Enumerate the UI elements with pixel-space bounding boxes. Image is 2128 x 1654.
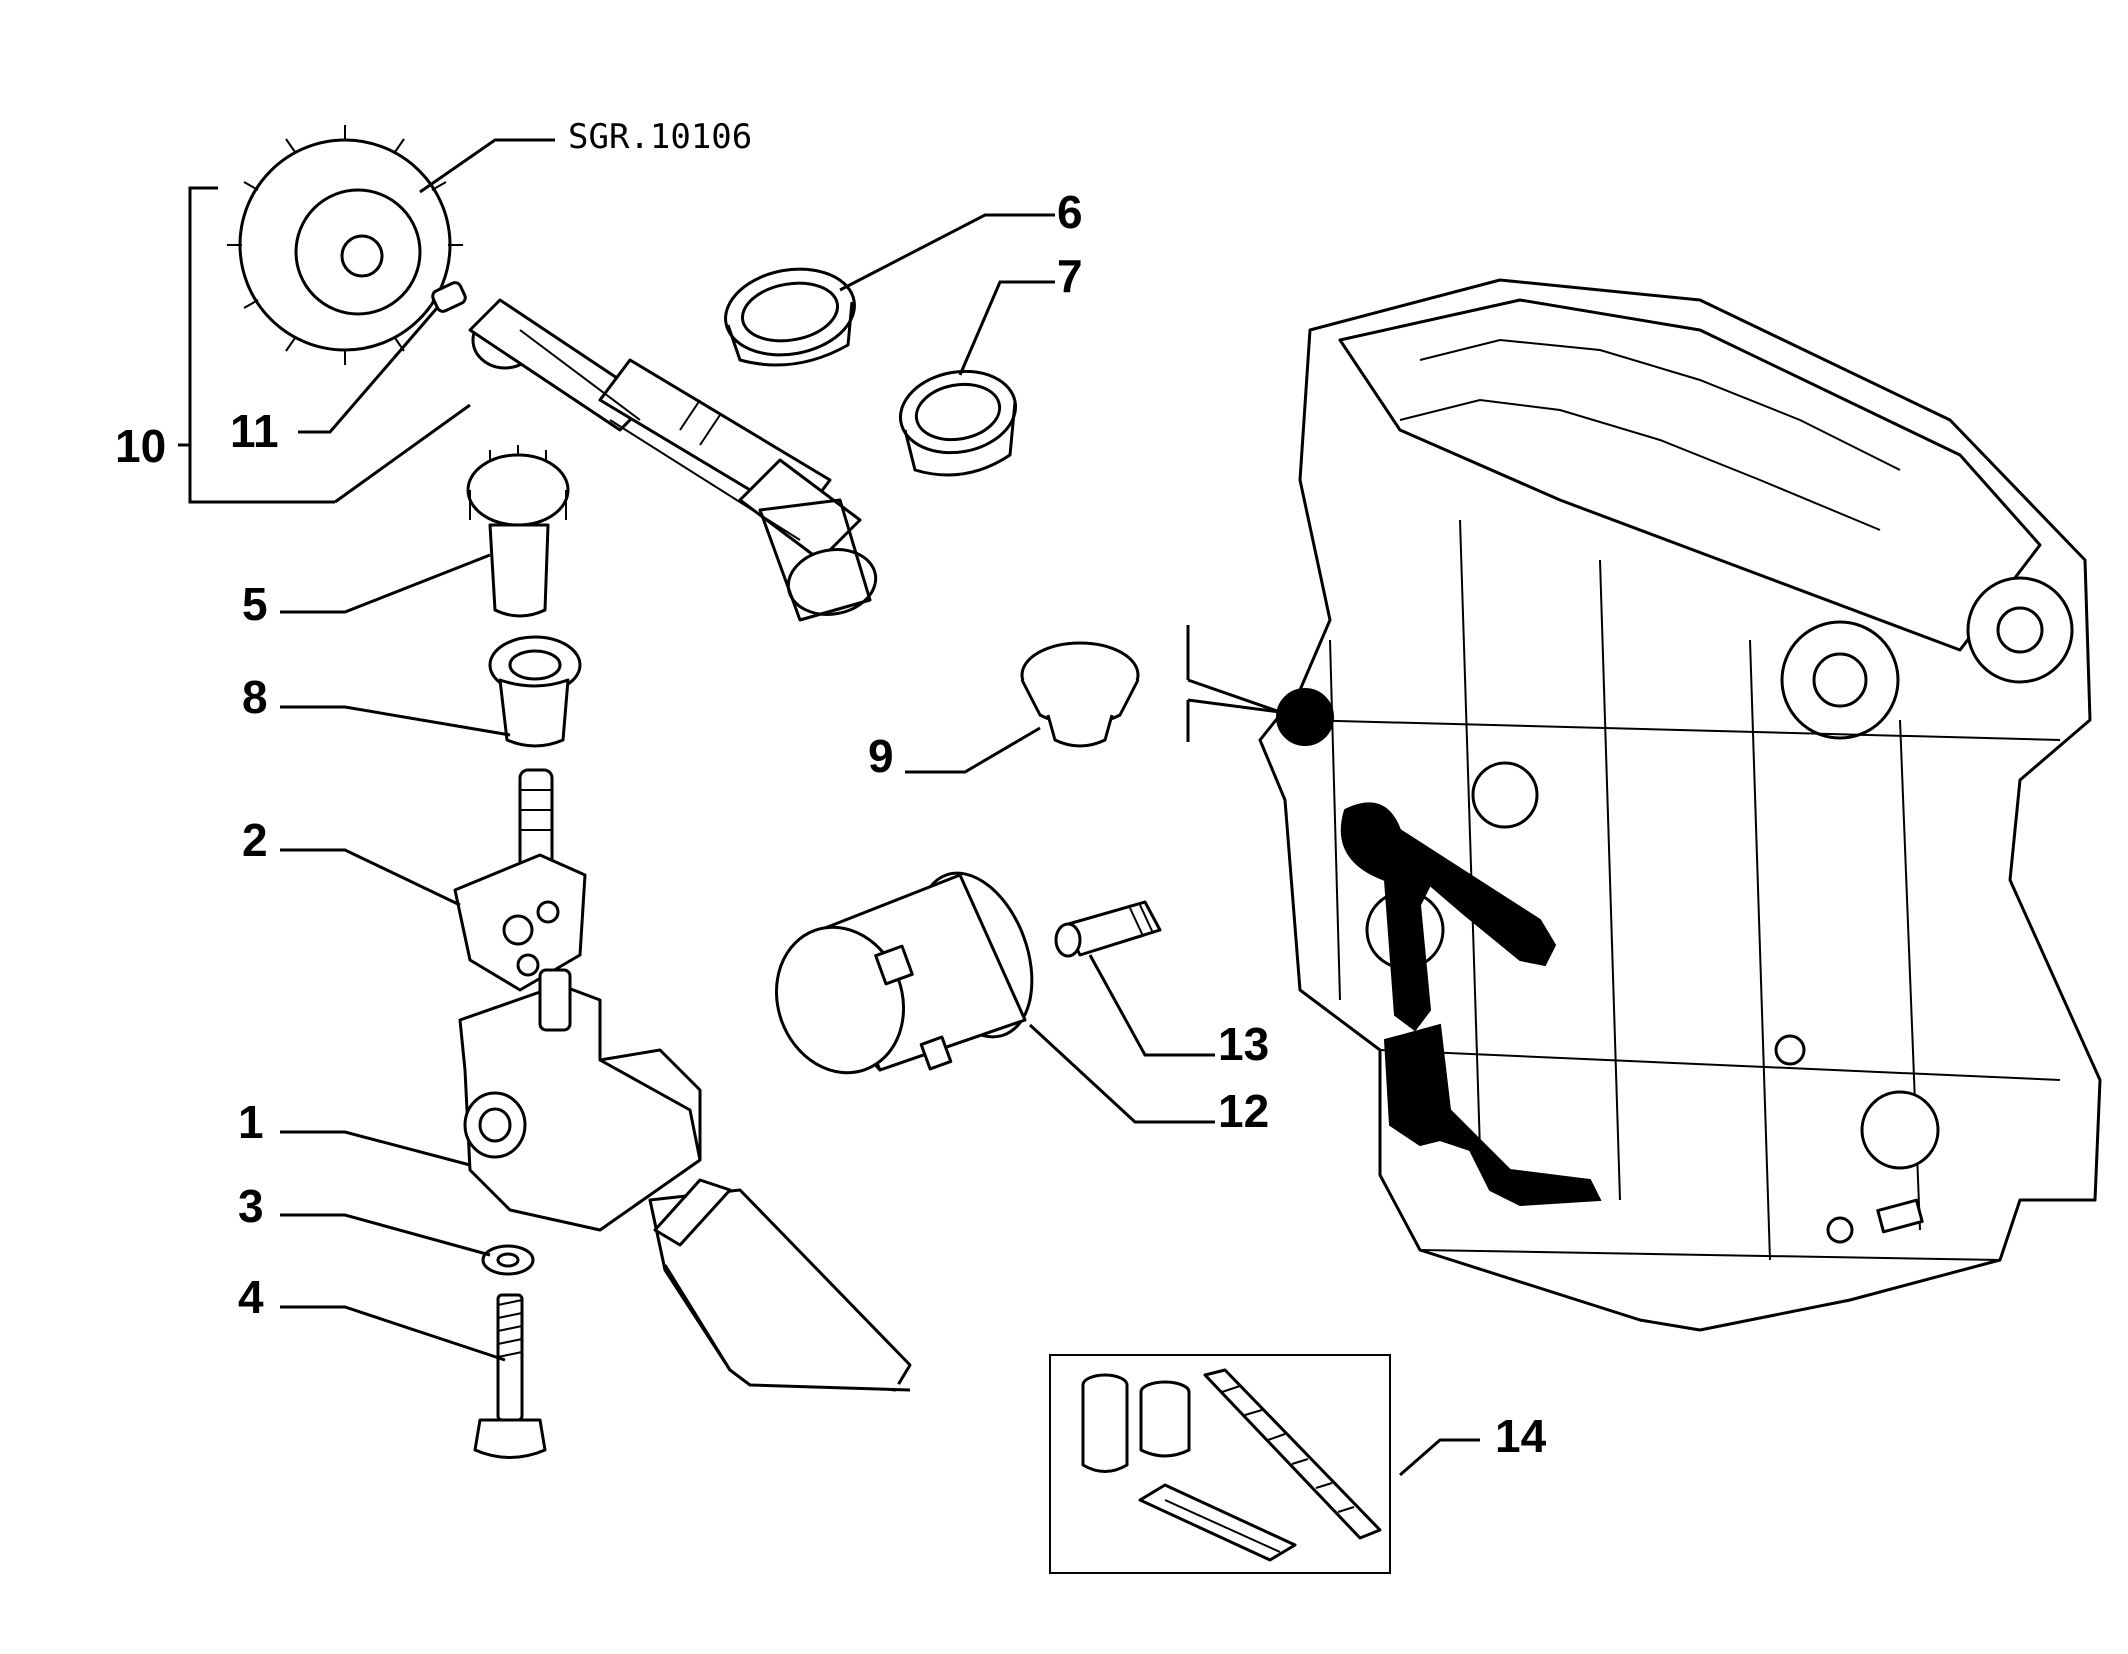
pump-shaft[interactable] <box>518 768 554 872</box>
kit-oil-filter-2-icon <box>1139 1380 1191 1458</box>
pump-drive-shaft[interactable] <box>468 298 881 622</box>
ref-code-leader <box>419 138 555 194</box>
callout-5: 5 <box>242 578 268 630</box>
callout-2: 2 <box>242 814 268 866</box>
oil-filter[interactable] <box>756 857 1053 1090</box>
oil-pump-body[interactable] <box>458 968 702 1232</box>
dowel-pin[interactable] <box>431 281 467 314</box>
kit-air-filter-icon <box>1203 1368 1382 1540</box>
plug-cap[interactable] <box>1020 641 1140 748</box>
timing-gear[interactable] <box>227 125 463 365</box>
bearing-bushing-6[interactable] <box>719 259 862 367</box>
threaded-fitting[interactable] <box>1054 900 1162 958</box>
callout-14: 14 <box>1495 1410 1547 1462</box>
callout-1: 1 <box>238 1096 264 1148</box>
shaft-bushing[interactable] <box>488 635 582 748</box>
callout-4: 4 <box>238 1271 264 1323</box>
kit-oil-filter-1-icon <box>1081 1373 1129 1473</box>
oil-strainer[interactable] <box>648 1178 912 1392</box>
drive-gear[interactable] <box>466 445 570 618</box>
callout-10: 10 <box>115 420 166 472</box>
callout-13: 13 <box>1218 1018 1269 1070</box>
bolt[interactable] <box>473 1293 547 1459</box>
reference-code: SGR.10106 <box>568 117 752 157</box>
callout-8: 8 <box>242 671 268 723</box>
callout-12: 12 <box>1218 1085 1269 1137</box>
callout-9: 9 <box>868 730 894 782</box>
flange-gasket[interactable] <box>453 853 587 992</box>
callout-7: 7 <box>1057 250 1083 302</box>
bearing-bushing-7[interactable] <box>894 363 1022 477</box>
filter-kit-box[interactable] <box>1049 1354 1391 1574</box>
callout-6: 6 <box>1057 186 1083 238</box>
leader-lines <box>280 213 1480 1477</box>
callout-3: 3 <box>238 1180 264 1232</box>
washer[interactable] <box>481 1244 535 1276</box>
engine-block[interactable] <box>1258 278 2102 1332</box>
callout-11: 11 <box>230 405 279 457</box>
kit-cabin-filter-icon <box>1138 1483 1297 1562</box>
group-bracket-10 <box>178 186 335 504</box>
